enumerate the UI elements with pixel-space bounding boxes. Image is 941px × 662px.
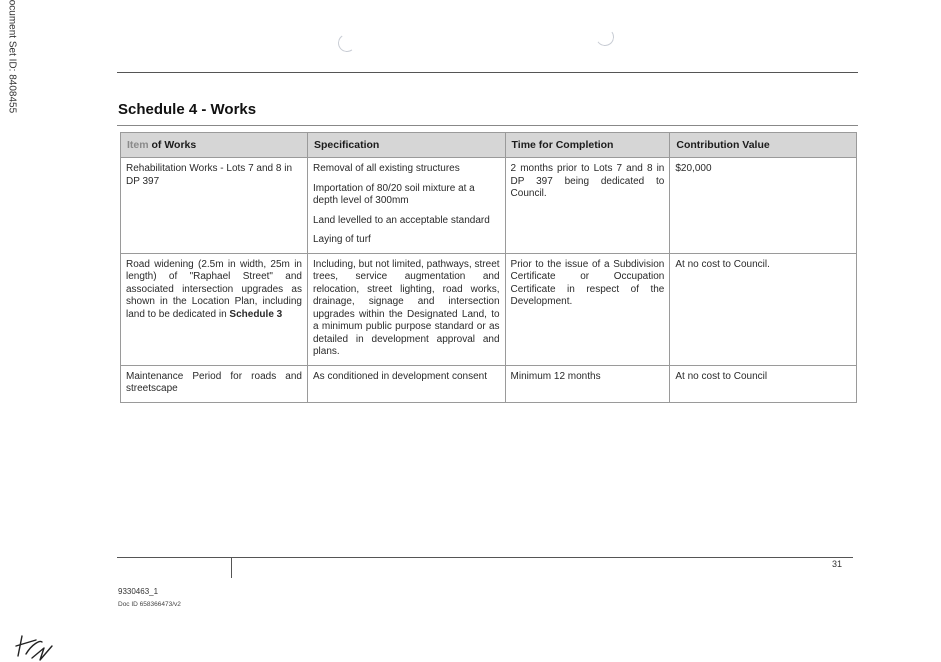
row-1-spec-line: Importation of 80/20 soil mixture at a d… — [313, 182, 475, 207]
header-specification: Specification — [307, 131, 506, 159]
row-3-item: Maintenance Period for roads and streets… — [120, 364, 308, 403]
row-2-time: Prior to the issue of a Subdivision Cert… — [504, 252, 671, 366]
document-reference: 9330463_1 — [118, 587, 159, 596]
row-2-specification: Including, but not limited, pathways, st… — [307, 252, 506, 366]
row-1-item: Rehabilitation Works - Lots 7 and 8 in D… — [120, 157, 308, 254]
row-2-item-text: Road widening (2.5m in width, 25m in len… — [126, 258, 302, 320]
header-contribution-value: Contribution Value — [669, 131, 857, 159]
row-3-specification: As conditioned in development consent — [307, 364, 506, 403]
table-row: Maintenance Period for roads and streets… — [120, 364, 857, 403]
header-divider — [117, 72, 858, 73]
row-3-value: At no cost to Council — [669, 364, 857, 403]
row-1-value: $20,000 — [669, 157, 857, 254]
document-set-id: locument Set ID: 8408455 — [6, 0, 18, 114]
table-row: Road widening (2.5m in width, 25m in len… — [120, 252, 857, 366]
header-time-for-completion: Time for Completion — [504, 131, 671, 159]
table-row: Rehabilitation Works - Lots 7 and 8 in D… — [120, 157, 857, 254]
row-1-spec-line: Laying of turf — [313, 234, 371, 246]
footer-divider-tick — [231, 557, 232, 578]
document-id: Doc ID 658366473/v2 — [118, 601, 181, 608]
row-1-time: 2 months prior to Lots 7 and 8 in DP 397… — [504, 157, 671, 254]
footer-divider — [117, 557, 853, 558]
header-item-prefix: Item — [127, 139, 149, 151]
punch-hole-mark-right — [594, 26, 616, 48]
header-item-suffix: of Works — [148, 139, 197, 151]
header-item-of-works: Item of Works — [120, 131, 308, 159]
row-2-item: Road widening (2.5m in width, 25m in len… — [120, 252, 308, 366]
row-3-time: Minimum 12 months — [504, 364, 671, 403]
punch-hole-mark-left — [336, 32, 358, 54]
schedule-title: Schedule 4 - Works — [118, 101, 257, 118]
row-2-item-bold: Schedule 3 — [229, 308, 283, 320]
title-divider — [117, 125, 858, 126]
row-1-specification: Removal of all existing structures Impor… — [307, 157, 506, 254]
row-2-value: At no cost to Council. — [669, 252, 857, 366]
handwritten-initials — [15, 635, 53, 661]
row-1-spec-line: Land levelled to an acceptable standard — [313, 214, 490, 226]
page-number: 31 — [832, 559, 843, 569]
row-1-spec-line: Removal of all existing structures — [313, 163, 460, 175]
table-header-row: Item of Works Specification Time for Com… — [120, 131, 857, 159]
works-table: Item of Works Specification Time for Com… — [120, 131, 857, 403]
